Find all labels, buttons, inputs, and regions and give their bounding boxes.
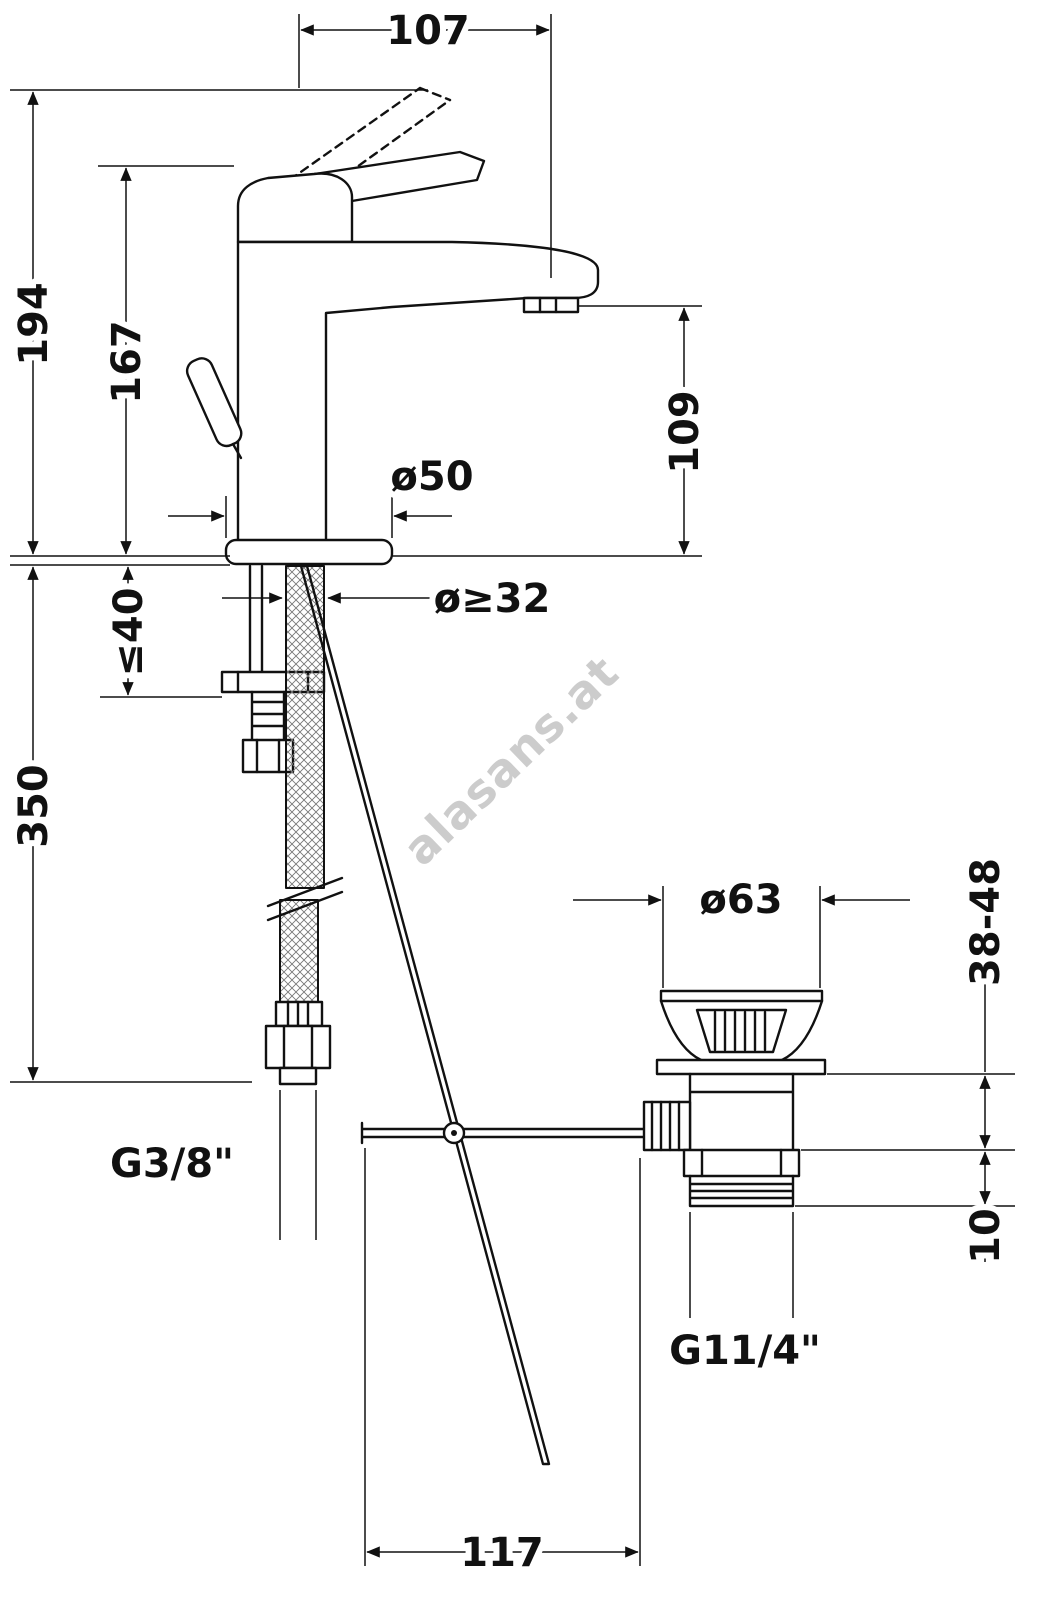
- pull-rod-knob: [185, 357, 243, 460]
- label-supply-thread: G3/8": [104, 1090, 317, 1240]
- dimension-height-to-top: 167: [98, 165, 234, 555]
- dimension-hose-length: 350: [5, 566, 252, 1083]
- waste-flange-rim: [659, 989, 824, 1003]
- dim-label-waste-flange-diameter: ø63: [699, 877, 782, 923]
- dim-label-waste-clamp-range: 38-48: [963, 858, 1009, 986]
- faucet-illustration: [185, 86, 827, 1466]
- dim-label-max-deck-thickness: ≤40: [106, 587, 152, 676]
- pop-up-plug: [695, 1008, 788, 1054]
- handle-lever-alt-position-dashed: [237, 86, 452, 242]
- dimension-overall-height: 194: [5, 89, 428, 555]
- dim-label-spout-height: 109: [662, 390, 708, 474]
- braided-supply-hose: [264, 565, 344, 1086]
- dim-label-spout-reach: 107: [386, 8, 470, 54]
- dimension-waste-clamp-range: 38-48: [801, 852, 1015, 1151]
- dimension-spout-height: 109: [578, 305, 714, 555]
- cartridge-dome: [236, 172, 354, 244]
- dimension-max-deck-thickness: ≤40: [100, 566, 222, 698]
- dim-label-supply-thread: G3/8": [110, 1141, 234, 1187]
- dim-label-waste-thread: G11/4": [669, 1328, 821, 1374]
- actuating-rod: [360, 1121, 648, 1145]
- pop-up-pull-rod: [299, 564, 551, 1466]
- dim-label-waste-detail: 10: [963, 1208, 1009, 1264]
- dimension-mounting-hole-diameter: ø≥32: [222, 570, 556, 628]
- dimension-waste-detail: 10: [795, 1151, 1015, 1270]
- hose-break-symbol: [266, 876, 344, 922]
- dim-label-mounting-hole-diameter: ø≥32: [434, 576, 551, 622]
- watermark-text: alasans.at: [393, 645, 630, 876]
- dim-label-rod-to-waste-offset: 117: [460, 1530, 544, 1576]
- drain-assembly: [642, 989, 827, 1208]
- dimension-annotations: 107 194 167 109 ø50: [5, 2, 1015, 1582]
- hose-connector-nut: [264, 1024, 332, 1070]
- threaded-tailpiece: [688, 1174, 795, 1208]
- dimension-spout-reach: 107: [298, 2, 552, 278]
- dimension-base-diameter: ø50: [168, 448, 480, 538]
- dim-label-height-to-top: 167: [104, 320, 150, 404]
- clamp-flange: [655, 1058, 827, 1076]
- aerator: [522, 296, 580, 314]
- dim-label-base-diameter: ø50: [390, 454, 473, 500]
- label-waste-thread: G11/4": [663, 1212, 827, 1380]
- dim-label-hose-length: 350: [11, 764, 57, 848]
- dimension-waste-flange-diameter: ø63: [573, 871, 910, 988]
- faucet-base-flange: [224, 538, 394, 566]
- dimension-rod-to-waste-offset: 117: [364, 1148, 641, 1582]
- deck-reference-lines: [10, 555, 702, 566]
- dim-label-overall-height: 194: [11, 282, 57, 366]
